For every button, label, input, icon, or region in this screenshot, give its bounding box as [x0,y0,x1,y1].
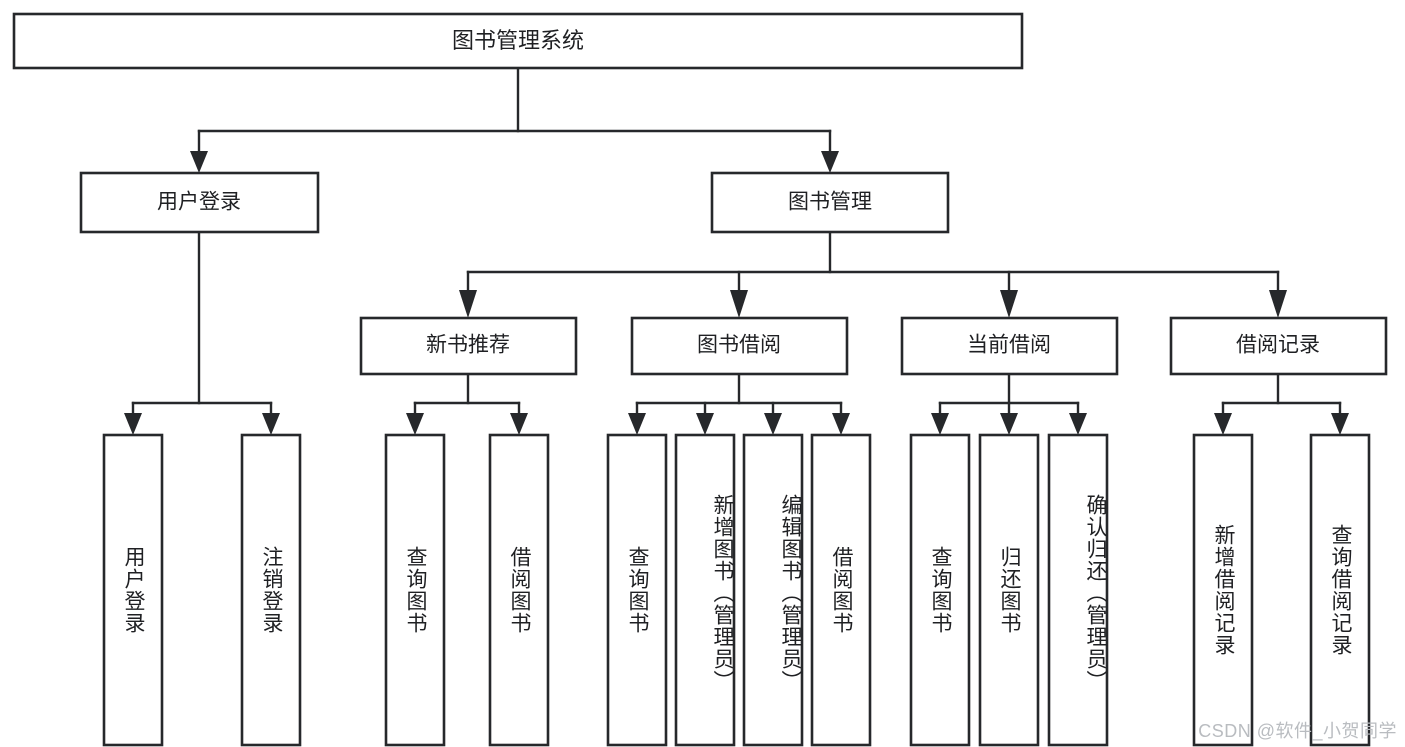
leaf-box-new-book-1[interactable] [384,433,446,747]
node-new-book-recommend-box[interactable] [359,316,578,376]
arrow-head-leaf-newbook-2 [510,413,528,435]
watermark-text: CSDN @软件_小贺同学 [1198,721,1397,741]
node-book-borrow[interactable]: 图书借阅 [630,316,849,376]
arrow-head-current-borrow [1000,290,1018,318]
leaf-box-user-login-2[interactable] [240,433,302,747]
node-borrow-record-box[interactable] [1169,316,1388,376]
arrow-head-book-mgmt [821,151,839,173]
edges-layer [124,66,1349,435]
leaf-box-book-borrow-2[interactable] [674,433,736,747]
node-new-book-recommend[interactable]: 新书推荐 [359,316,578,376]
leaf-box-book-borrow-4[interactable] [810,433,872,747]
arrow-head-leaf-currentborrow-1 [931,413,949,435]
arrow-head-leaf-bookborrow-1 [628,413,646,435]
node-new-book-recommend-label: 新书推荐 [426,334,510,357]
node-book-borrow-label: 图书借阅 [697,334,781,357]
node-current-borrow-label: 当前借阅 [967,334,1051,357]
arrow-head-leaf-newbook-1 [406,413,424,435]
arrow-head-leaf-borrowrecord-2 [1331,413,1349,435]
leaf-box-new-book-2[interactable] [488,433,550,747]
arrow-head-leaf-currentborrow-3 [1069,413,1087,435]
arrow-head-leaf-user-login-1 [124,413,142,435]
node-root-label: 图书管理系统 [452,28,584,53]
node-user-login-box[interactable] [79,171,320,234]
arrow-head-leaf-bookborrow-4 [832,413,850,435]
node-book-borrow-box[interactable] [630,316,849,376]
node-borrow-record[interactable]: 借阅记录 [1169,316,1388,376]
node-book-management-box[interactable] [710,171,950,234]
leaf-box-book-borrow-3[interactable] [742,433,804,747]
node-root[interactable]: 图书管理系统 [12,12,1024,70]
arrow-head-leaf-bookborrow-2 [696,413,714,435]
node-current-borrow-box[interactable] [900,316,1119,376]
node-book-management[interactable]: 图书管理 [710,171,950,234]
leaf-box-current-borrow-2[interactable] [978,433,1040,747]
arrow-head-leaf-bookborrow-3 [764,413,782,435]
leaf-box-book-borrow-1[interactable] [606,433,668,747]
arrow-head-book-borrow [730,290,748,318]
arrow-head-leaf-currentborrow-2 [1000,413,1018,435]
node-root-box[interactable] [12,12,1024,70]
leaf-box-user-login-1[interactable] [102,433,164,747]
arrow-head-user-login [190,151,208,173]
node-borrow-record-label: 借阅记录 [1236,334,1320,357]
leaf-box-current-borrow-1[interactable] [909,433,971,747]
node-user-login-label: 用户登录 [157,191,241,214]
nodes-layer: 图书管理系统 用户登录 图书管理 新书推荐 图书借阅 当前 [12,12,1388,747]
node-current-borrow[interactable]: 当前借阅 [900,316,1119,376]
leaf-box-borrow-record-1[interactable] [1192,433,1254,747]
arrow-head-borrow-record [1269,290,1287,318]
node-book-management-label: 图书管理 [788,191,872,214]
arrow-head-new-book [459,290,477,318]
leaf-box-borrow-record-2[interactable] [1309,433,1371,747]
arrow-head-leaf-borrowrecord-1 [1214,413,1232,435]
leaf-box-current-borrow-3[interactable] [1047,433,1109,747]
arrow-head-leaf-user-login-2 [262,413,280,435]
node-user-login[interactable]: 用户登录 [79,171,320,234]
